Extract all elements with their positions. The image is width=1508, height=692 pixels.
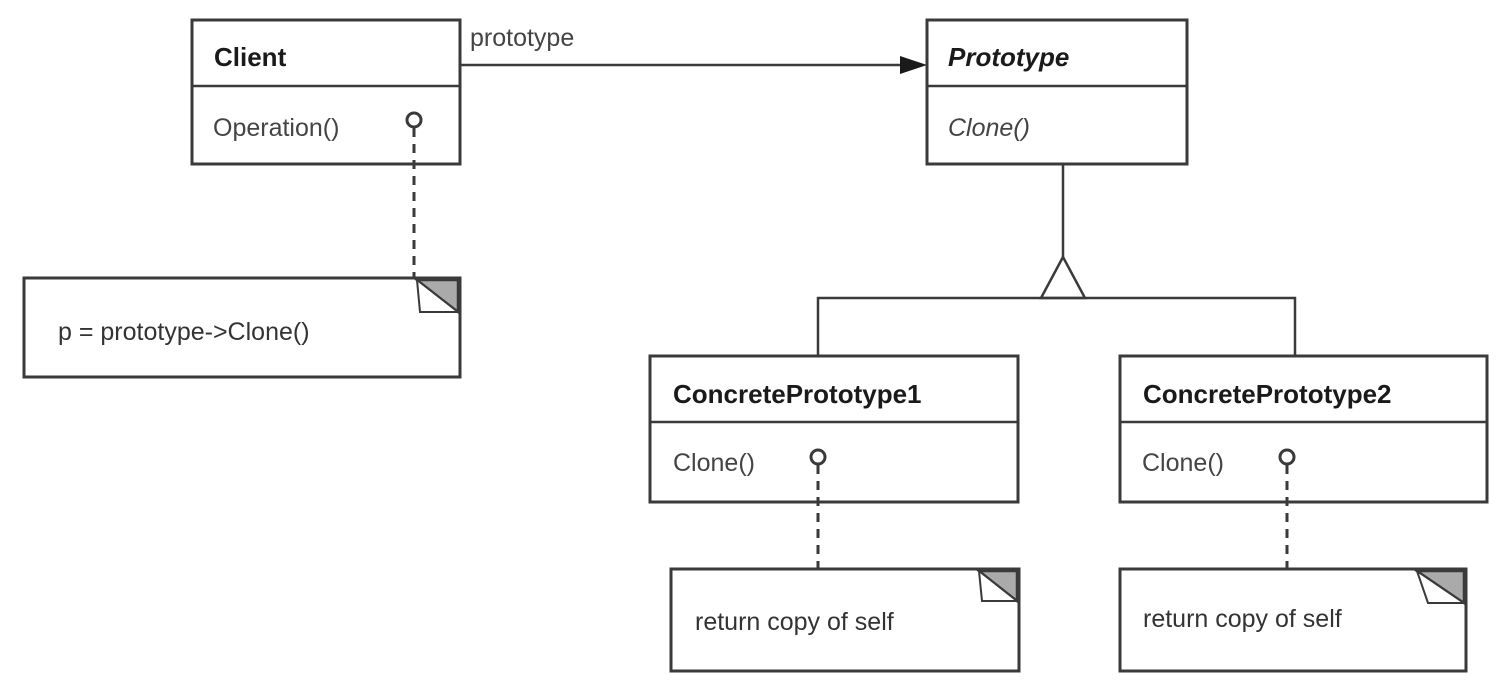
- class-name: ConcretePrototype2: [1143, 379, 1392, 409]
- operation-label: Operation(): [213, 114, 339, 142]
- class-client[interactable]: Client Operation(): [190, 18, 462, 166]
- note-anchor-icon: [809, 448, 827, 466]
- class-name: ConcretePrototype1: [673, 379, 922, 409]
- note-anchor-icon: [1278, 448, 1296, 466]
- generalization: [816, 164, 1297, 356]
- class-concrete1-box: [648, 354, 1020, 504]
- class-concrete-prototype-1[interactable]: ConcretePrototype1 Clone(): [648, 354, 1020, 504]
- note-fold-flap: [415, 277, 461, 313]
- note-fold-flap: [977, 568, 1020, 602]
- class-concrete2-box: [1118, 354, 1489, 504]
- note-concrete-prototype-2: return copy of self: [1118, 567, 1468, 673]
- association-client-prototype: prototype: [460, 24, 927, 74]
- operation-label: Clone(): [673, 449, 755, 477]
- note-box: [669, 567, 1021, 673]
- note-client: p = prototype->Clone(): [22, 276, 462, 379]
- note-text: return copy of self: [1143, 605, 1342, 633]
- note-box: [1118, 567, 1468, 673]
- class-client-box: [190, 18, 462, 166]
- class-prototype[interactable]: Prototype Clone(): [925, 18, 1189, 166]
- generalization-bar: [816, 296, 1297, 356]
- operation-label: Clone(): [948, 114, 1030, 142]
- note-fold-flap: [1415, 568, 1468, 604]
- note-concrete-prototype-1: return copy of self: [669, 567, 1021, 673]
- operation-label: Clone(): [1142, 449, 1224, 477]
- note-anchor-icon: [405, 111, 423, 129]
- inheritance-triangle-icon: [1038, 254, 1088, 300]
- note-text: p = prototype->Clone(): [58, 318, 310, 346]
- arrowhead-icon: [900, 56, 927, 74]
- note-box: [22, 276, 462, 379]
- note-text: return copy of self: [695, 608, 894, 636]
- class-name: Prototype: [948, 42, 1069, 72]
- class-concrete-prototype-2[interactable]: ConcretePrototype2 Clone(): [1118, 354, 1489, 504]
- association-label: prototype: [470, 24, 574, 52]
- class-name: Client: [214, 42, 287, 72]
- class-prototype-box: [925, 18, 1189, 166]
